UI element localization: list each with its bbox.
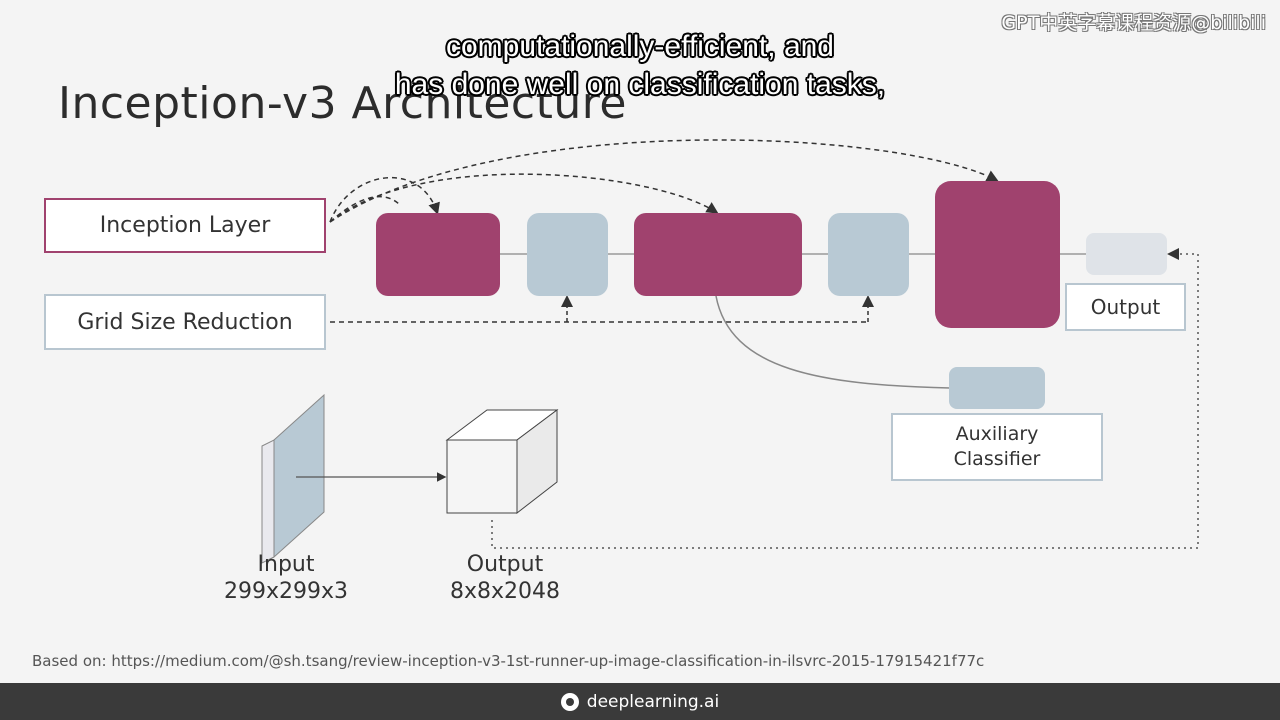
aux-classifier-label: Auxiliary Classifier [891,413,1103,481]
aux-line1: Auxiliary [955,423,1039,445]
dashed-arrow-inception-0 [329,195,401,223]
source-note: Based on: https://medium.com/@sh.tsang/r… [32,652,985,670]
aux-branch-line [715,295,951,389]
deeplearning-logo-icon [560,692,579,711]
slide: Inception-v3 Architecture Incep [32,12,1266,670]
input-label: Input [257,552,315,577]
output-block [1086,233,1167,275]
dashed-arrow-inception-1 [329,176,440,223]
legend-grid-size-reduction: Grid Size Reduction [44,294,326,350]
input-slab-side [261,439,275,564]
output-caption: Output 8x8x2048 [425,551,585,605]
footer-brand: deeplearning.ai [586,691,720,712]
watermark: GPT中英字幕课程资源@bilibili [1001,12,1266,34]
output-tensor-label: Output [466,552,544,577]
input-caption: Input 299x299x3 [206,551,366,605]
slide-title: Inception-v3 Architecture [58,78,627,129]
grid-reduction-block-1 [527,213,608,296]
diagram-connectors [261,139,1199,564]
legend-inception-layer: Inception Layer [44,198,326,253]
grid-reduction-block-2 [828,213,909,296]
aux-line2: Classifier [953,448,1041,470]
footer-bar: deeplearning.ai [0,683,1280,720]
output-dims: 8x8x2048 [449,579,561,604]
dotted-feedback-line [491,248,1199,549]
footer-logo: deeplearning.ai [560,691,720,712]
input-slab-face [273,393,325,559]
input-dims: 299x299x3 [223,579,349,604]
subtitle-line-1: computationally-efficient, and [445,30,834,63]
output-label: Output [1065,283,1186,331]
inception-block-2 [634,213,802,296]
subtitle-line-2: has done well on classification tasks, [394,68,886,101]
output-cube-front [446,439,518,514]
inception-block-1 [376,213,500,296]
aux-classifier-block [949,367,1045,409]
inception-block-3 [935,181,1060,328]
dashed-arrow-inception-3 [329,139,999,223]
